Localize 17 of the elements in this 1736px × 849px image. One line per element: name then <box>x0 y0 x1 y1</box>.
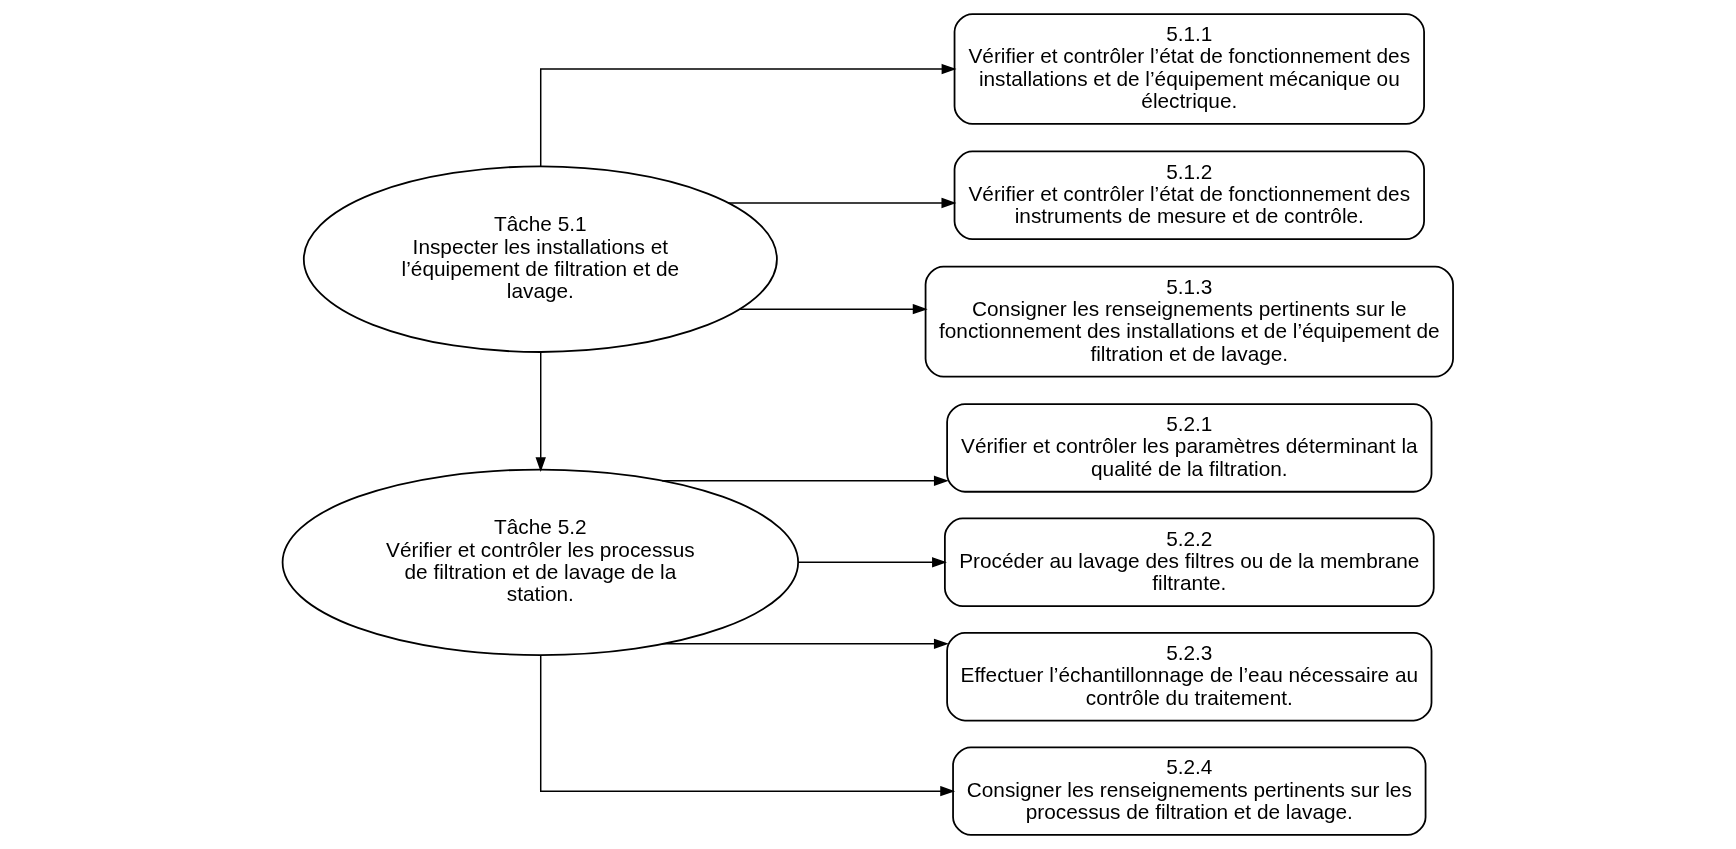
arrow <box>539 654 956 797</box>
arrow <box>738 303 928 315</box>
node-box: 5.2.3 Effectuer l’échantillonnage de l’eau nécessaire au contrôle du traitement. <box>946 632 1433 722</box>
arrow <box>661 638 949 650</box>
arrow <box>661 475 949 486</box>
arrow <box>727 197 957 209</box>
node-box: 5.2.2 Procéder au lavage des filtres ou de la membrane filtrante. <box>944 517 1435 608</box>
node-ellipse: Tâche 5.2 Vérifier et contrôler les processus de filtration et de lavage de la station. <box>281 468 799 656</box>
node-box: 5.2.4 Consigner les renseignements pertinents sur les processus de filtration et de lavage. <box>952 746 1427 836</box>
arrow <box>535 351 546 473</box>
node-box: 5.2.1 Vérifier et contrôler les paramètres déterminant la qualité de la filtration. <box>946 403 1433 493</box>
node-box: 5.1.3 Consigner les renseignements pertinents sur le fonctionnement des installations et de l’équipement de filtration et de lavage. <box>924 265 1454 378</box>
arrow <box>539 63 957 168</box>
node-box: 5.1.1 Vérifier et contrôler l’état de fonctionnement des installations et de l’équipement mécanique ou électrique. <box>953 13 1425 125</box>
node-ellipse: Tâche 5.1 Inspecter les installations et l’équipement de filtration et de lavage. <box>302 165 778 353</box>
arrow <box>797 557 947 568</box>
node-box: 5.1.2 Vérifier et contrôler l’état de fonctionnement des instruments de mesure et de contrôle. <box>953 150 1425 240</box>
